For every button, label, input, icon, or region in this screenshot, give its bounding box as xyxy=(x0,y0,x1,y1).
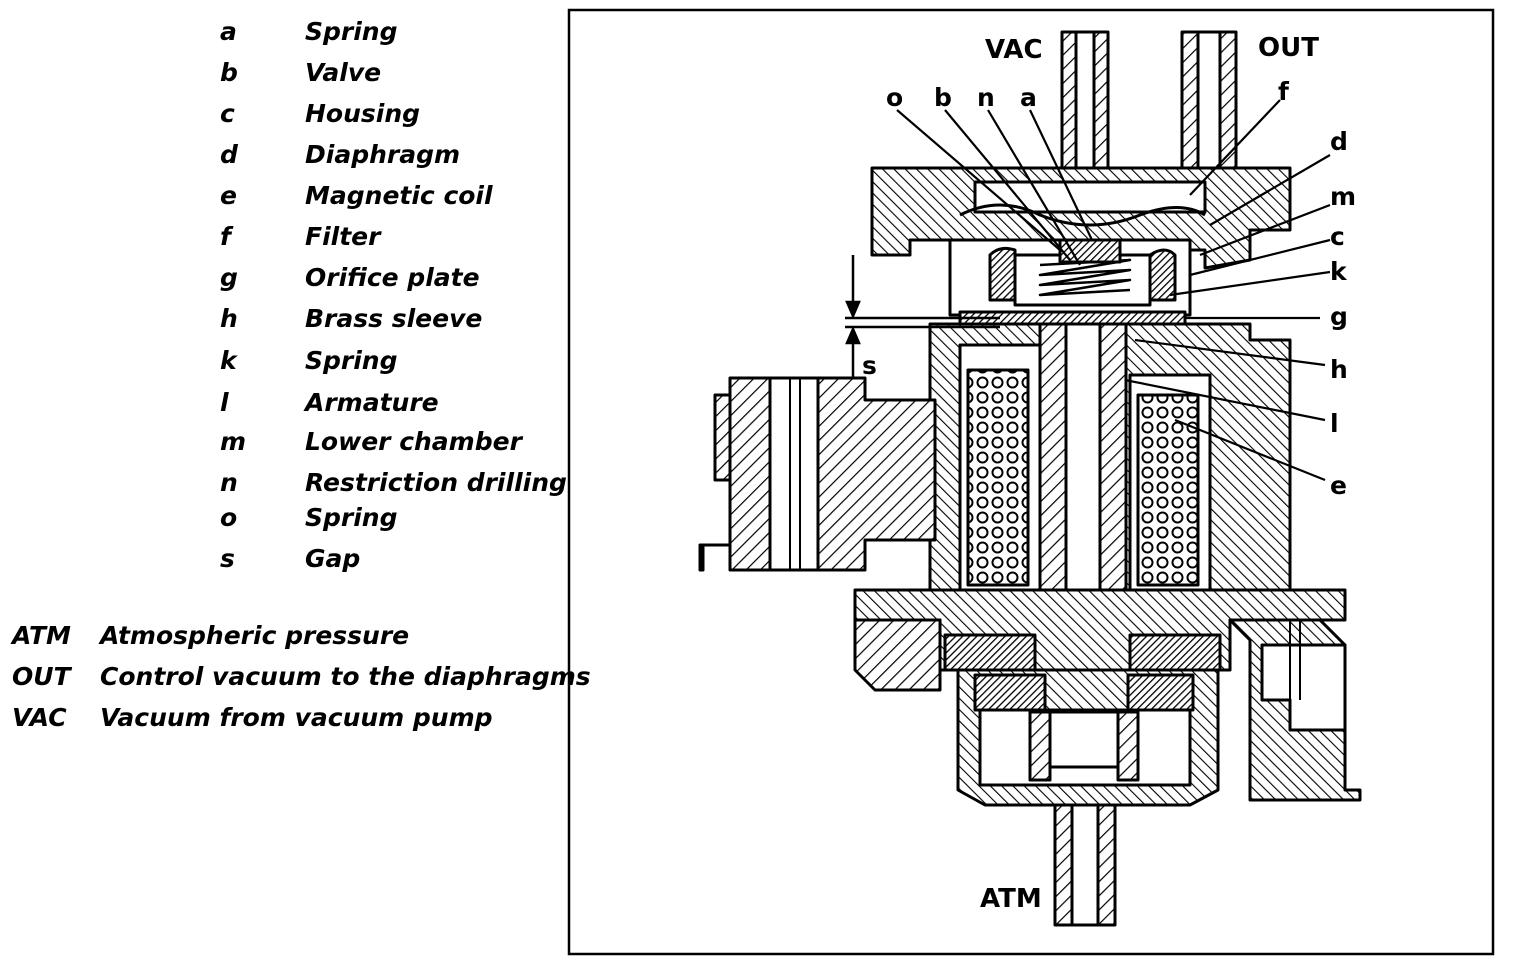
legend-key: h xyxy=(220,304,238,333)
legend-label: Diaphragm xyxy=(305,140,461,169)
callout-s: s xyxy=(862,351,877,380)
legend-label: Brass sleeve xyxy=(305,304,483,333)
legend-label: Spring xyxy=(305,503,398,532)
legend-key: b xyxy=(220,58,238,87)
legend-label: Restriction drilling xyxy=(305,468,567,497)
legend-key: o xyxy=(220,503,238,532)
legend: a Spring b Valve c Housing d Diaphragm e… xyxy=(0,0,591,964)
leader-lines xyxy=(896,99,1331,482)
callout-c: c xyxy=(1330,222,1345,251)
callout-l: l xyxy=(1330,409,1339,438)
seal-ring-right xyxy=(1128,633,1222,672)
legend-key: m xyxy=(220,427,247,456)
legend-key: e xyxy=(220,181,237,210)
plunger-end xyxy=(1048,710,1120,769)
lower-sleeve-left xyxy=(1028,710,1052,782)
callout-b: b xyxy=(934,83,952,112)
electrical-connector xyxy=(1260,643,1347,732)
gap-dimension xyxy=(845,255,1000,378)
callout-a: a xyxy=(1020,83,1037,112)
legend-port-key: VAC xyxy=(12,703,67,732)
callout-o: o xyxy=(886,83,903,112)
valve-seal-left xyxy=(988,246,1017,302)
lower-seal-right xyxy=(1126,673,1195,712)
callout-k: k xyxy=(1330,257,1348,286)
valve-seal-right xyxy=(1148,248,1177,302)
legend-key: d xyxy=(220,140,238,169)
legend-label: Lower chamber xyxy=(305,427,522,456)
legend-label: Valve xyxy=(305,58,382,87)
callout-n: n xyxy=(977,83,995,112)
legend-key: k xyxy=(220,346,237,375)
legend-key: a xyxy=(220,17,237,46)
legend-label: Housing xyxy=(305,99,421,128)
magnetic-coil-left xyxy=(966,368,1030,587)
valve-body xyxy=(698,30,1362,927)
legend-port-key: ATM xyxy=(12,621,71,650)
legend-key: f xyxy=(220,222,231,251)
seal-ring-left xyxy=(943,633,1037,672)
lower-seal-left xyxy=(973,673,1047,712)
legend-key: c xyxy=(220,99,235,128)
legend-key: l xyxy=(220,388,229,417)
legend-label: Orifice plate xyxy=(305,263,480,292)
legend-label: Filter xyxy=(305,222,381,251)
diagram-frame xyxy=(567,8,1495,956)
out-tube-bore xyxy=(1196,30,1222,184)
magnetic-coil-right xyxy=(1136,393,1200,587)
legend-label: Magnetic coil xyxy=(305,181,493,210)
callout-h: h xyxy=(1330,355,1348,384)
legend-label: Spring xyxy=(305,17,398,46)
flange-lip xyxy=(713,393,732,482)
legend-label: Spring xyxy=(305,346,398,375)
port-label-out: OUT xyxy=(1258,33,1319,63)
flange-bore xyxy=(768,376,820,572)
callout-f: f xyxy=(1278,77,1290,106)
legend-port-label: Atmospheric pressure xyxy=(100,621,410,650)
legend-key: n xyxy=(220,468,238,497)
legend-port-label: Control vacuum to the diaphragms xyxy=(100,662,591,691)
callout-m: m xyxy=(1330,182,1356,211)
legend-label: Gap xyxy=(305,544,361,573)
legend-label: Armature xyxy=(305,388,439,417)
lower-sleeve-right xyxy=(1116,710,1140,782)
atm-tube-bore xyxy=(1070,803,1100,927)
callout-d: d xyxy=(1330,127,1348,156)
legend-key: g xyxy=(220,263,238,292)
callout-g: g xyxy=(1330,302,1348,331)
legend-port-key: OUT xyxy=(12,662,71,691)
legend-key: s xyxy=(220,544,235,573)
port-label-atm: ATM xyxy=(980,884,1042,914)
base-plate-left xyxy=(853,618,942,692)
legend-port-label: Vacuum from vacuum pump xyxy=(100,703,493,732)
callout-e: e xyxy=(1330,471,1347,500)
port-label-vac: VAC xyxy=(985,35,1043,65)
